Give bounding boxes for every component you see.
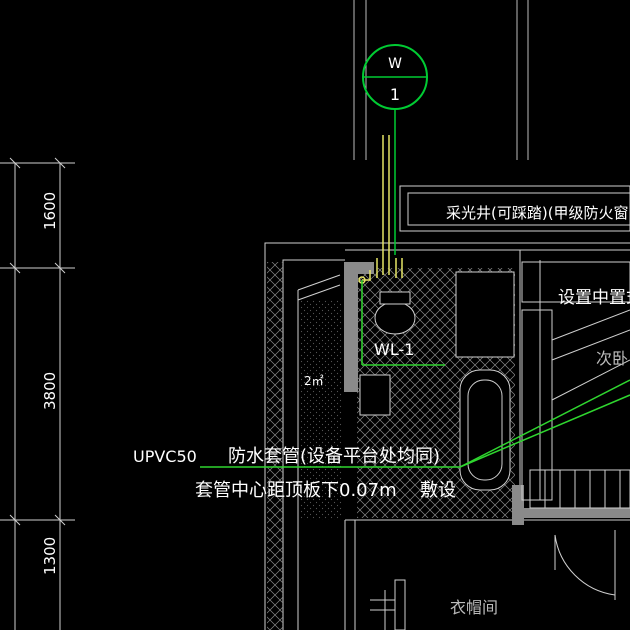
label-skylight: 采光井(可踩踏)(甲级防火窗) [446, 204, 630, 222]
marker-bottom-label: 1 [390, 85, 400, 104]
label-sleeve-note: 防水套管(设备平台处均同) [228, 446, 440, 467]
grid-lines [353, 0, 529, 160]
dimension-chain [0, 157, 75, 630]
dimension-1300: 1300 [41, 537, 59, 575]
marker-circle [362, 44, 428, 255]
label-pipe-spec: UPVC50 [133, 447, 197, 466]
hatched-wall [267, 262, 283, 630]
right-furniture [521, 261, 630, 600]
label-area: 2㎡ [304, 374, 324, 388]
dimension-3800: 3800 [41, 372, 59, 410]
dimension-1600: 1600 [41, 192, 59, 230]
pipe-route [200, 280, 630, 468]
shaft-area [300, 300, 342, 520]
label-setting: 设置中置式 [558, 288, 630, 308]
label-bedroom: 次卧 [596, 349, 628, 368]
label-sleeve-depth: 套管中心距顶板下0.07m [195, 480, 397, 501]
label-cloakroom: 衣帽间 [450, 598, 498, 617]
label-lay: 敷设 [420, 480, 456, 501]
building-outline [264, 185, 630, 630]
label-pipe-id: WL-1 [374, 340, 414, 359]
thick-walls [344, 262, 630, 525]
marker-top-label: W [388, 56, 402, 72]
pipes [362, 135, 403, 281]
